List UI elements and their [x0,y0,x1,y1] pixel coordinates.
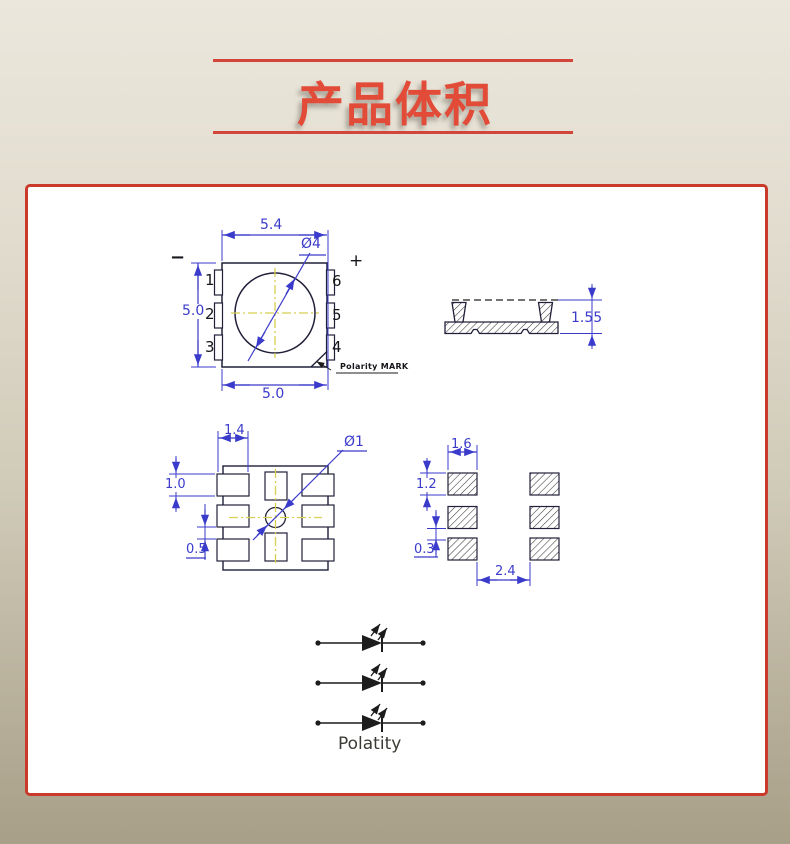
pin-label-1: 1 [205,271,215,289]
top-view-figure [191,230,398,391]
page-title: 产品体积 [297,78,493,133]
polarity-schematic-figure [315,623,426,732]
footprint-dim-pad-gap: 0.3 [414,542,435,557]
diode-triangle [362,675,382,691]
drawing-panel [25,184,768,796]
schematic-caption: Polatity [338,734,402,754]
footprint-dim-column-gap: 2.4 [495,564,516,579]
bottom-view-dim-pad-width: 1.4 [224,423,245,438]
pin-label-5: 5 [332,306,342,324]
top-view-dim-height-left: 5.0 [181,303,206,320]
side-view-figure [444,284,602,349]
pin-label-4: 4 [332,338,342,356]
polarity-mark-label: Polarity MARK [340,362,409,371]
bottom-view-dim-pad-gap: 0.5 [186,542,207,557]
footprint-dim-pad-width: 1.6 [451,437,472,452]
side-view-dim-height: 1.55 [571,310,603,326]
pin-label-3: 3 [205,338,215,356]
top-view-dim-width-top: 5.4 [260,217,283,233]
polarity-minus-sign: − [170,247,186,268]
top-view-lens-diameter: Ø4 [301,236,321,252]
bottom-view-figure [169,431,367,571]
bottom-view-dim-pad-height: 1.0 [164,477,187,493]
header-rule-top [213,59,573,62]
footprint-dim-pad-height: 1.2 [415,477,438,493]
footprint-figure [414,445,560,586]
diode-triangle [362,635,382,651]
diode-triangle [362,715,382,731]
polarity-plus-sign: + [349,251,364,271]
pin-label-2: 2 [205,305,215,323]
top-view-dim-width-bottom: 5.0 [262,386,285,402]
bottom-view-center-diameter: Ø1 [344,434,364,450]
header-rule-bottom [213,131,573,134]
pin-label-6: 6 [332,272,342,290]
